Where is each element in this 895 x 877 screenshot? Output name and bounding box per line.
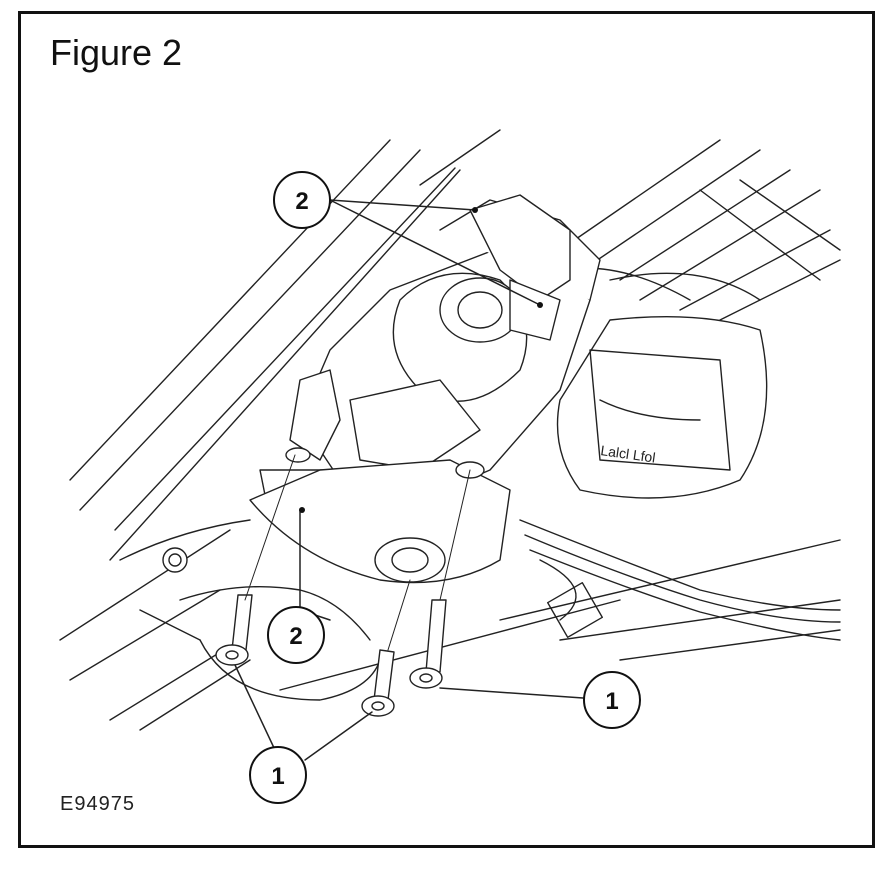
svg-text:1: 1 — [605, 688, 618, 715]
bolt-middle — [361, 649, 395, 717]
svg-text:1: 1 — [271, 763, 284, 790]
seat-motor — [162, 194, 601, 584]
guide-lines — [244, 454, 471, 651]
svg-text:2: 2 — [295, 188, 308, 215]
bolt-left — [215, 594, 253, 666]
connector-label: Lalcl Lfol — [600, 442, 657, 466]
callout-2-top: 2 — [273, 171, 331, 229]
callout-1-bottom-left: 1 — [249, 746, 307, 804]
figure-title: Figure 2 — [50, 32, 183, 73]
callout-1-right: 1 — [583, 671, 641, 729]
callout-2-middle: 2 — [267, 606, 325, 664]
bolt-right — [409, 599, 447, 689]
cable-harness — [519, 519, 841, 641]
figure-code: E94975 — [60, 793, 135, 815]
bolts — [215, 594, 447, 717]
svg-text:2: 2 — [289, 623, 302, 650]
leader-lines — [234, 199, 584, 761]
